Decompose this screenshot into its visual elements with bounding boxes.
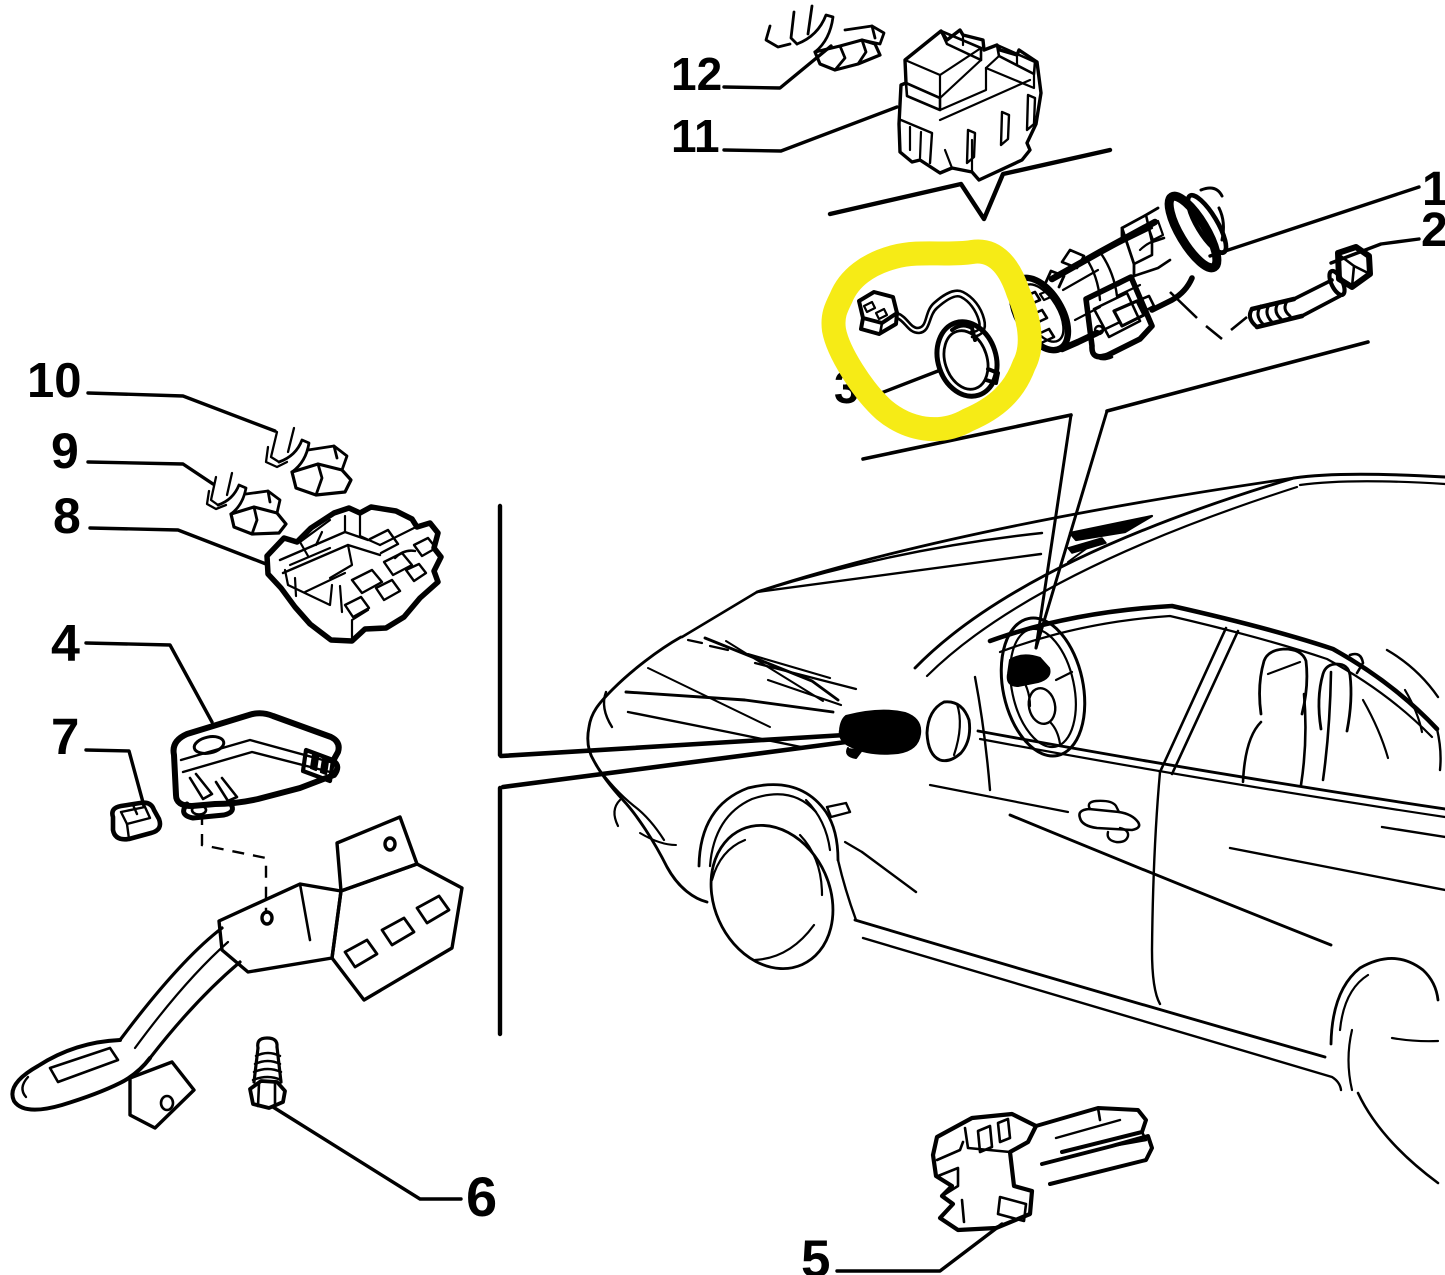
svg-text:11: 11 bbox=[671, 110, 720, 162]
svg-text:6: 6 bbox=[466, 1165, 497, 1228]
svg-text:1: 1 bbox=[1422, 163, 1445, 216]
svg-text:4: 4 bbox=[51, 615, 80, 673]
svg-text:9: 9 bbox=[51, 423, 79, 479]
svg-text:7: 7 bbox=[51, 708, 79, 765]
svg-text:10: 10 bbox=[27, 354, 82, 408]
svg-text:2: 2 bbox=[1421, 204, 1445, 257]
svg-text:12: 12 bbox=[671, 48, 722, 100]
svg-text:8: 8 bbox=[53, 488, 81, 544]
svg-text:5: 5 bbox=[801, 1230, 830, 1275]
